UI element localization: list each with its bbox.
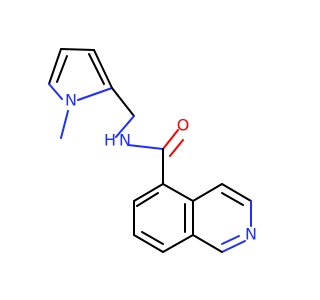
bond-c4a-c4 bbox=[192, 183, 223, 202]
carbonyl-oxygen-label: O bbox=[177, 116, 190, 135]
bond-c7-c8-double bbox=[141, 231, 164, 245]
bond-n2-c1 bbox=[221, 240, 246, 253]
bond-pyrrole-c2-c3-double bbox=[88, 53, 105, 85]
amide-nitrogen-label: N bbox=[119, 131, 131, 150]
bond-pyrrole-c4-c5-double bbox=[56, 55, 68, 83]
isoquinoline-pyridine-ring bbox=[192, 183, 252, 253]
bond-ch2-amide-n bbox=[115, 115, 135, 138]
bond-pyrrole-n-c2 bbox=[77, 87, 113, 101]
bond-pyrrole-c3-c4 bbox=[60, 48, 95, 51]
bond-pyrrole-c4-c5 bbox=[48, 48, 62, 85]
molecule-structure: N N H O N bbox=[48, 48, 257, 253]
bond-c8-c8a bbox=[162, 234, 194, 253]
isoquinoline-benzene-ring bbox=[133, 183, 194, 253]
bond-c5-c6 bbox=[133, 183, 164, 202]
bond-pyrrole-c2-c3 bbox=[93, 49, 113, 89]
bond-n2-c1-double bbox=[221, 235, 240, 245]
bond-c1-c8a bbox=[192, 234, 223, 253]
bond-c4-c3-double bbox=[221, 192, 244, 206]
bond-pyrrole-ch2 bbox=[111, 87, 135, 117]
bond-carbonyl-c-o bbox=[162, 129, 179, 150]
pyrrole-ring bbox=[48, 48, 113, 101]
bond-c4a-c5 bbox=[162, 183, 194, 202]
bond-pyrrole-c5-n bbox=[48, 83, 63, 100]
molecule-canvas: N N H O N bbox=[48, 48, 257, 253]
isoquinoline-nitrogen-label: N bbox=[245, 225, 257, 244]
bond-c5-c6-double bbox=[136, 192, 159, 207]
amide-hydrogen-label: H bbox=[104, 131, 116, 150]
bond-n-methyl bbox=[60, 110, 69, 139]
pyrrole-nitrogen-label: N bbox=[65, 91, 77, 110]
bond-c7-c8 bbox=[133, 234, 164, 253]
bond-carbonyl-c-o-double bbox=[169, 139, 184, 157]
bond-c4-c3 bbox=[221, 183, 252, 202]
bond-amide-n-carbonyl-c bbox=[127, 144, 164, 150]
